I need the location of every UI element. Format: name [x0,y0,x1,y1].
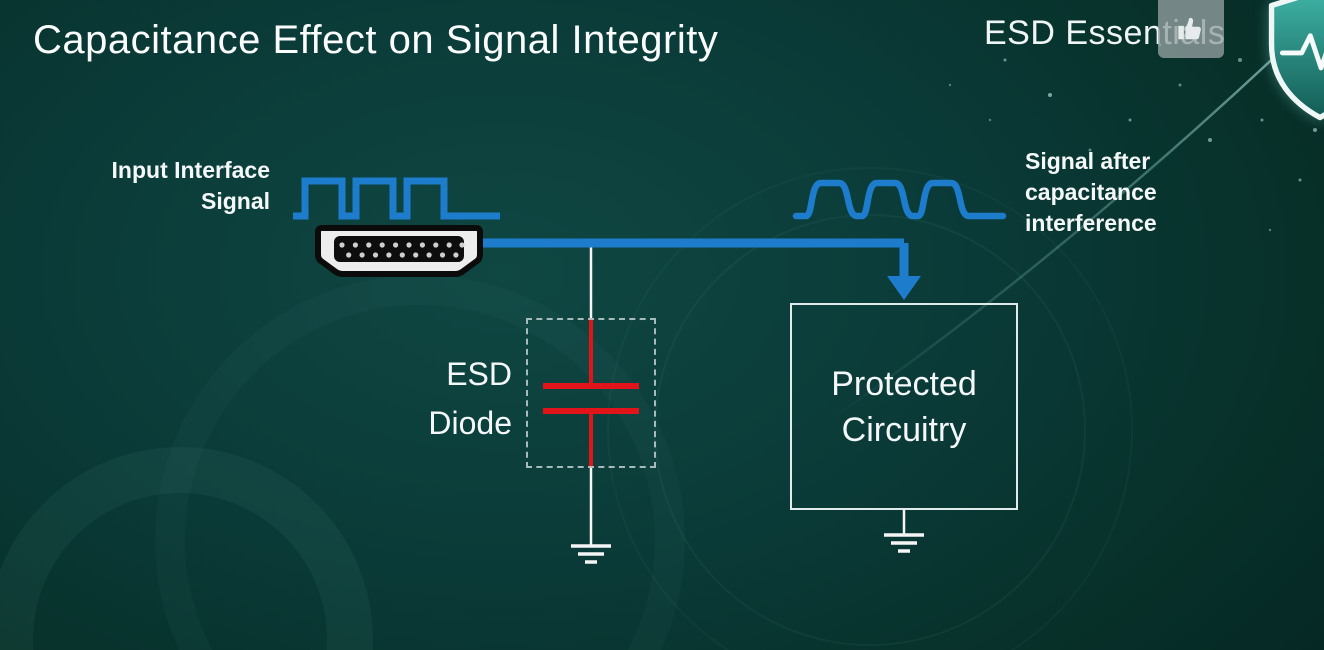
esd-diode-label-line: ESD [446,356,512,392]
protected-circuitry-box: Protected Circuitry [790,303,1018,510]
output-signal-label: Signal after capacitance interference [1025,146,1235,239]
arrowhead [887,276,921,300]
ground-symbol-capacitor [571,544,611,564]
thumbs-up-icon[interactable] [1158,0,1224,58]
output-signal-label-line: Signal after [1025,148,1151,174]
output-distorted-waveform [792,179,1007,220]
output-signal-label-line: interference [1025,210,1157,236]
esd-diode-dashed-box [526,318,656,468]
thumbs-up-glyph [1178,17,1201,40]
page-title: Capacitance Effect on Signal Integrity [33,18,719,62]
input-signal-label-line: Input Interface [111,157,270,183]
input-square-waveform [293,177,500,220]
esd-diode-label-line: Diode [428,405,512,441]
ground-symbol-protected [884,533,924,553]
input-signal-label-line: Signal [200,188,270,214]
output-signal-label-line: capacitance [1025,179,1157,205]
protected-circuitry-label-line: Circuitry [841,410,967,449]
hdmi-connector-icon [315,225,483,277]
protected-circuitry-label-line: Protected [831,364,977,403]
input-signal-label: Input Interface Signal [58,155,270,217]
signal-line [478,238,921,300]
esd-shield-heartbeat-icon [1250,0,1324,124]
esd-diode-label: ESD Diode [372,350,512,448]
